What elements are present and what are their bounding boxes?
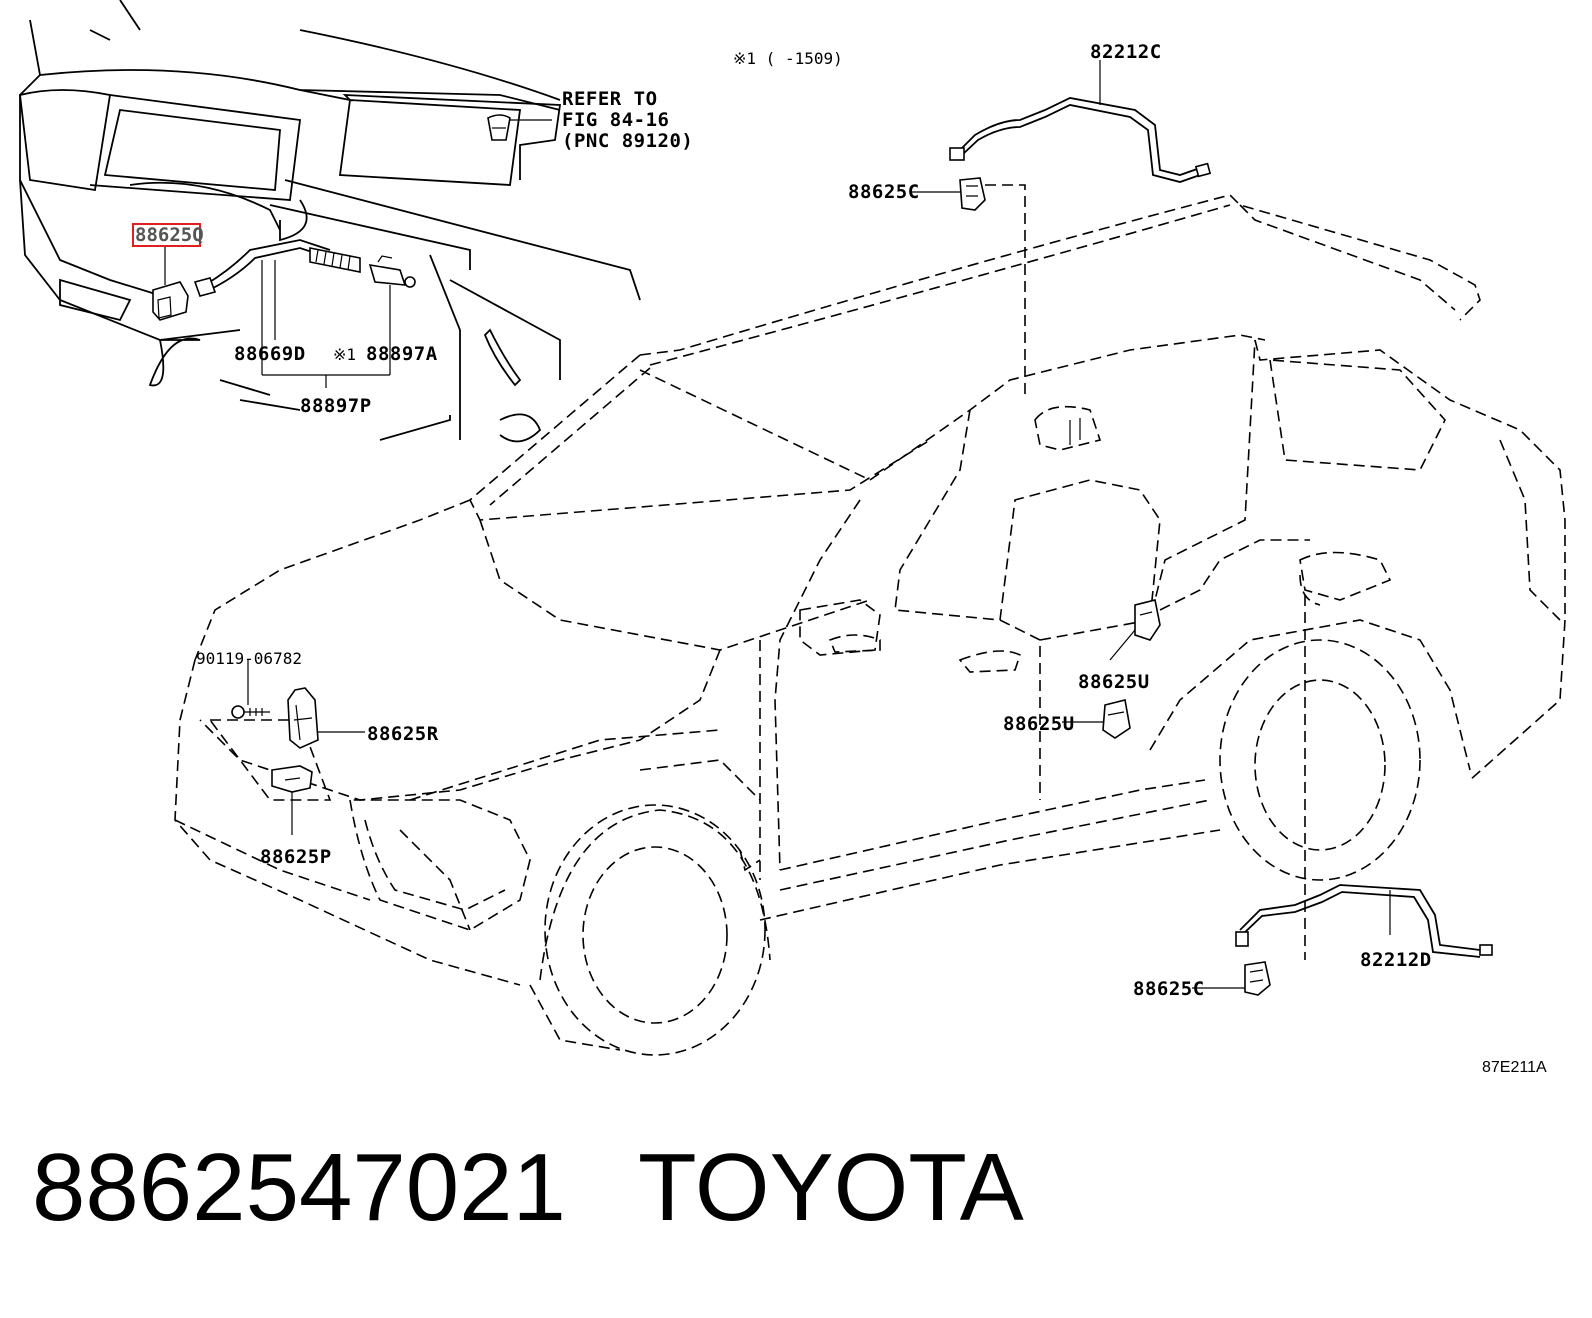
body-leaders [247, 60, 1391, 989]
part-label-88897a[interactable]: 88897A [366, 343, 438, 365]
brand-caption: TOYOTA [638, 1134, 1024, 1241]
refer-to-line3: (PNC 89120) [562, 130, 693, 152]
part-label-90119-06782[interactable]: 90119-06782 [196, 649, 302, 668]
part-label-88625q[interactable]: 88625Q [135, 224, 204, 246]
vehicle-outline [174, 194, 1566, 1056]
refer-to-line2: FIG 84-16 [562, 109, 669, 131]
part-label-88669d[interactable]: 88669D [234, 343, 306, 365]
part-label-88625c-top[interactable]: 88625C [848, 181, 920, 203]
part-number-caption: 8862547021 [32, 1134, 566, 1241]
note-top: ※1 ( -1509) [733, 49, 843, 68]
part-label-82212d[interactable]: 82212D [1360, 949, 1432, 971]
part-label-88625u-upper[interactable]: 88625U [1078, 671, 1150, 693]
part-label-82212c[interactable]: 82212C [1090, 41, 1162, 63]
part-label-88625r[interactable]: 88625R [367, 723, 439, 745]
part-label-88625c-bottom[interactable]: 88625C [1133, 978, 1205, 1000]
refer-to-line1: REFER TO [562, 88, 658, 110]
part-label-88625u-lower[interactable]: 88625U [1003, 713, 1075, 735]
inset-leaders [164, 119, 552, 388]
part-label-88897p[interactable]: 88897P [300, 395, 372, 417]
part-label-88625p[interactable]: 88625P [260, 846, 332, 868]
highlight-box [132, 223, 201, 247]
diagram-code: 87E211A [1482, 1059, 1547, 1076]
dashboard-inset [19, 0, 641, 443]
part-label-88897a-mark: ※1 [333, 345, 356, 364]
part-graphics [231, 97, 1493, 996]
